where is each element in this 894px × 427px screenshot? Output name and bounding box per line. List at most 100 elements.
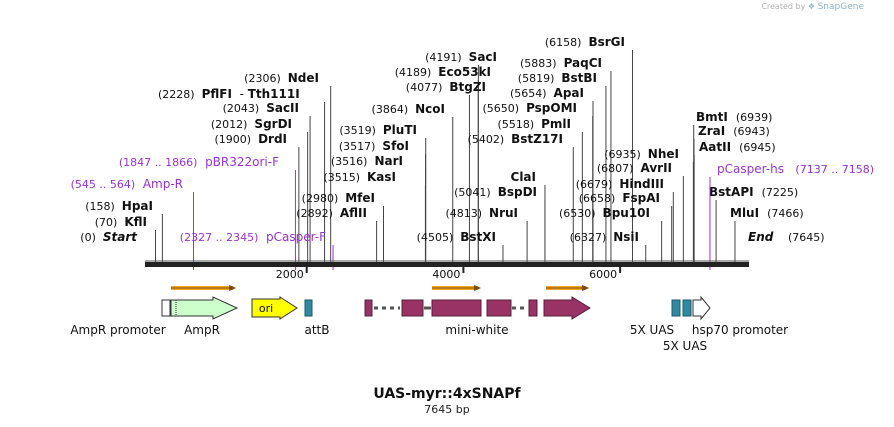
site-position-kfli: (70) bbox=[95, 216, 125, 229]
site-name-clai: ClaI bbox=[511, 170, 536, 184]
feature-ampr-promoter[interactable] bbox=[161, 299, 171, 317]
site-label-start[interactable]: (0) Start bbox=[80, 230, 138, 244]
feature-ampr[interactable] bbox=[170, 296, 239, 320]
svg-text:End(7645): End(7645) bbox=[748, 230, 825, 244]
site-label-eco53ki[interactable]: (4189) Eco53kI bbox=[395, 65, 491, 79]
site-label-pluti[interactable]: (3519) PluTI bbox=[339, 123, 417, 137]
site-label-aatii[interactable]: AatII(6945) bbox=[699, 140, 776, 154]
svg-text:(6935) NheI: (6935) NheI bbox=[604, 147, 679, 161]
site-label-aflii[interactable]: (2892) AflII bbox=[296, 206, 367, 220]
primer-range-pcasper-f: (2327 .. 2345) bbox=[180, 231, 259, 244]
site-name-kfli: KflI bbox=[124, 215, 147, 229]
site-label-sgrdi[interactable]: (2012) SgrDI bbox=[211, 117, 292, 131]
primer-label-pcasper-f[interactable]: (2327 .. 2345) pCasper-F bbox=[180, 230, 326, 244]
site-position-bstapi: (7225) bbox=[762, 186, 799, 199]
svg-text:(2228) PflFI - Tth111I: (2228) PflFI - Tth111I bbox=[158, 87, 300, 101]
primer-label-pbr322ori-f[interactable]: (1847 .. 1866) pBR322ori-F bbox=[119, 155, 279, 169]
primer-name-pbr322ori-f: pBR322ori-F bbox=[205, 155, 279, 169]
plasmid-title-block: UAS-myr::4xSNAPf 7645 bp bbox=[0, 386, 894, 416]
site-label-bspdi[interactable]: (5041) BspDI bbox=[454, 185, 537, 199]
primer-label-pcasper-hs[interactable]: pCasper-hs (7137 .. 7158) bbox=[717, 162, 874, 176]
svg-text:(4505) BstXI: (4505) BstXI bbox=[417, 230, 496, 244]
site-label-clai[interactable]: ClaI bbox=[511, 170, 536, 184]
site-label-avrii[interactable]: (6807) AvrII bbox=[597, 161, 672, 175]
site-position-sfoi: (3517) bbox=[339, 140, 383, 153]
site-label-pmli[interactable]: (5518) PmlI bbox=[498, 117, 571, 131]
svg-text:(2980) MfeI: (2980) MfeI bbox=[302, 191, 375, 205]
site-label-btgzi[interactable]: (4077) BtgZI bbox=[406, 80, 486, 94]
site-position-ncoi: (3864) bbox=[372, 103, 416, 116]
feature-uas[interactable] bbox=[671, 299, 692, 317]
site-label-saci[interactable]: (4191) SacI bbox=[425, 50, 497, 64]
feature-ori[interactable]: ori bbox=[251, 296, 298, 320]
site-label-bpu10i[interactable]: (6530) Bpu10I bbox=[559, 206, 650, 220]
site-label-bstapi[interactable]: BstAPI(7225) bbox=[709, 185, 798, 199]
site-name-paqci: PaqCI bbox=[564, 56, 602, 70]
site-name-pflfi: PflFI bbox=[202, 87, 232, 101]
site-label-kfli[interactable]: (70) KflI bbox=[95, 215, 147, 229]
axis-tick-label: 6000 bbox=[589, 268, 617, 281]
site-name-kasi: KasI bbox=[367, 170, 396, 184]
site-name-nrui: NruI bbox=[489, 206, 518, 220]
site-label-sfoi[interactable]: (3517) SfoI bbox=[339, 139, 409, 153]
svg-text:(0) Start: (0) Start bbox=[80, 230, 138, 244]
site-label-nari[interactable]: (3516) NarI bbox=[331, 154, 403, 168]
site-name-nsii: NsiI bbox=[613, 230, 639, 244]
feature-mini-white[interactable] bbox=[364, 296, 591, 320]
site-label-nhei[interactable]: (6935) NheI bbox=[604, 147, 679, 161]
site-label-hpai[interactable]: (158) HpaI bbox=[85, 199, 153, 213]
site-name-bpu10i: Bpu10I bbox=[603, 206, 650, 220]
feature-hsp70-promoter[interactable] bbox=[692, 295, 711, 321]
site-label-nrui[interactable]: (4813) NruI bbox=[445, 206, 518, 220]
site-label-bstxi[interactable]: (4505) BstXI bbox=[417, 230, 496, 244]
site-label-ndei[interactable]: (2306) NdeI bbox=[244, 71, 319, 85]
site-label-drdi[interactable]: (1900) DrdI bbox=[214, 132, 287, 146]
site-position-pmli: (5518) bbox=[498, 118, 542, 131]
site-label-ncoi[interactable]: (3864) NcoI bbox=[372, 102, 445, 116]
svg-text:pCasper-hs (7137 .. 7158): pCasper-hs (7137 .. 7158) bbox=[717, 162, 874, 176]
site-position-bstxi: (4505) bbox=[417, 231, 461, 244]
site-label-bsrgi[interactable]: (6158) BsrGI bbox=[545, 35, 625, 49]
site-label-bmti[interactable]: BmtI (6939) bbox=[696, 110, 772, 124]
site-label-mlui[interactable]: MluI(7466) bbox=[730, 206, 804, 220]
site-name-sfoi: SfoI bbox=[382, 139, 409, 153]
svg-text:(5883) PaqCI: (5883) PaqCI bbox=[520, 56, 602, 70]
svg-text:ClaI: ClaI bbox=[511, 170, 536, 184]
site-label-nsii[interactable]: (6327) NsiI bbox=[570, 230, 639, 244]
feature-ori-label: ori bbox=[259, 302, 273, 315]
site-name-btgzi: BtgZI bbox=[449, 80, 486, 94]
site-label-end[interactable]: End(7645) bbox=[748, 230, 825, 244]
site-name-bstz17i: BstZ17I bbox=[511, 132, 563, 146]
site-label-pflfi[interactable]: (2228) PflFI - Tth111I bbox=[158, 87, 300, 101]
direction-arrows bbox=[171, 285, 589, 291]
site-label-bstbi[interactable]: (5819) BstBI bbox=[518, 71, 597, 85]
site-label-bstz17i[interactable]: (5402) BstZ17I bbox=[468, 132, 563, 146]
site-label-sacii[interactable]: (2043) SacII bbox=[223, 101, 299, 115]
site-label-mfei[interactable]: (2980) MfeI bbox=[302, 191, 375, 205]
site-name-bmti: BmtI bbox=[696, 110, 728, 124]
site-label-kasi[interactable]: (3515) KasI bbox=[323, 170, 396, 184]
site-label-pspomi[interactable]: (5650) PspOMI bbox=[482, 101, 577, 115]
primer-name-pcasper-hs: pCasper-hs bbox=[717, 162, 784, 176]
site-position-start: (0) bbox=[80, 231, 103, 244]
primer-layer: (545 .. 564) Amp-R (1847 .. 1866) pBR322o… bbox=[71, 155, 874, 270]
feature-label-ampr-promoter: AmpR promoter bbox=[70, 323, 165, 337]
svg-text:(3517) SfoI: (3517) SfoI bbox=[339, 139, 409, 153]
site-label-apai[interactable]: (5654) ApaI bbox=[510, 86, 584, 100]
site-label-paqci[interactable]: (5883) PaqCI bbox=[520, 56, 602, 70]
feature-attb[interactable] bbox=[304, 299, 313, 317]
site-label-fspai[interactable]: (6658) FspAI bbox=[579, 191, 660, 205]
site-position-bmti: (6939) bbox=[736, 111, 773, 124]
site-name-end: End bbox=[748, 230, 774, 244]
site-position-pspomi: (5650) bbox=[482, 102, 526, 115]
site-label-zrai[interactable]: ZraI(6943) bbox=[698, 124, 770, 138]
site-label-hindiii[interactable]: (6679) HindIII bbox=[576, 177, 664, 191]
credit-label: Created by ❖ SnapGene bbox=[761, 2, 864, 12]
plasmid-name: UAS-myr::4xSNAPf bbox=[373, 386, 521, 402]
primer-label-amp-r[interactable]: (545 .. 564) Amp-R bbox=[71, 177, 183, 191]
svg-text:AatII(6945): AatII(6945) bbox=[699, 140, 776, 154]
site-position-eco53ki: (4189) bbox=[395, 66, 439, 79]
svg-text:(158) HpaI: (158) HpaI bbox=[85, 199, 153, 213]
svg-text:(3516) NarI: (3516) NarI bbox=[331, 154, 403, 168]
site-position-bstbi: (5819) bbox=[518, 72, 562, 85]
